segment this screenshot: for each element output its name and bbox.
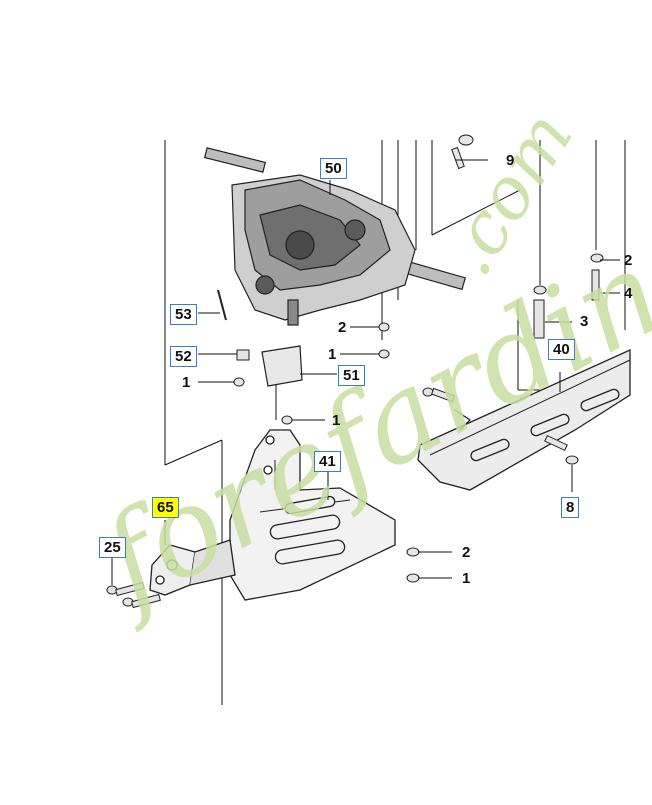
nut — [281, 415, 293, 425]
washer — [590, 253, 604, 263]
mounting-bracket-65 — [149, 539, 236, 596]
bolts-25 — [106, 581, 161, 609]
callout-1-mid[interactable]: 1 — [328, 346, 337, 363]
transmission-assembly — [203, 147, 467, 326]
callout-40[interactable]: 40 — [548, 339, 575, 360]
bolt — [591, 269, 600, 301]
nut — [406, 573, 420, 583]
bracket-51 — [261, 345, 303, 387]
callout-1-left[interactable]: 1 — [182, 374, 191, 391]
frame-line — [164, 439, 223, 466]
callout-25[interactable]: 25 — [99, 537, 126, 558]
callout-4-right[interactable]: 4 — [624, 285, 633, 302]
callout-3[interactable]: 3 — [580, 313, 589, 330]
washer — [406, 547, 420, 557]
spacer — [533, 299, 545, 339]
side-guard-40 — [417, 348, 631, 491]
bolt-8 — [544, 434, 579, 465]
callout-2-low[interactable]: 2 — [462, 544, 471, 561]
spring — [217, 289, 227, 321]
bolt-top-guard — [422, 387, 456, 403]
callout-65-highlighted[interactable]: 65 — [152, 497, 179, 518]
clip — [236, 349, 250, 361]
callout-2-right[interactable]: 2 — [624, 252, 633, 269]
callout-2-mid[interactable]: 2 — [338, 319, 347, 336]
callout-51[interactable]: 51 — [338, 365, 365, 386]
skid-plate-41 — [229, 429, 396, 601]
frame-line — [431, 189, 521, 236]
washer — [378, 322, 390, 332]
callout-8[interactable]: 8 — [561, 497, 580, 518]
callout-1-center[interactable]: 1 — [332, 412, 341, 429]
pin — [451, 146, 465, 170]
nut — [378, 349, 390, 359]
callout-50[interactable]: 50 — [320, 158, 347, 179]
washer — [458, 134, 474, 146]
callout-9[interactable]: 9 — [506, 152, 515, 169]
callout-41[interactable]: 41 — [314, 451, 341, 472]
callout-1-low[interactable]: 1 — [462, 570, 471, 587]
callout-52[interactable]: 52 — [170, 346, 197, 367]
callout-53[interactable]: 53 — [170, 304, 197, 325]
nut — [233, 377, 245, 387]
washer — [533, 285, 547, 295]
